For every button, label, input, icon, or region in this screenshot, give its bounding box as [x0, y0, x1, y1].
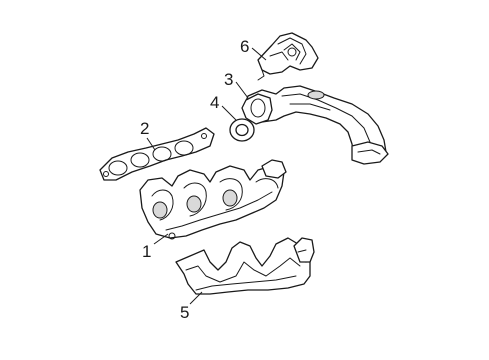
callout-5-label: 5: [180, 303, 189, 322]
callout-1: 1: [142, 233, 169, 261]
callout-4-label: 4: [210, 93, 219, 112]
callout-6: 6: [240, 37, 267, 61]
part-2-manifold-gasket: [99, 127, 215, 181]
callout-6-label: 6: [240, 37, 249, 56]
part-1-exhaust-manifold: [139, 159, 287, 240]
callout-2: 2: [140, 119, 156, 151]
callout-3: 3: [224, 70, 249, 99]
callout-2-label: 2: [140, 119, 149, 138]
part-5-heat-shield: [175, 237, 315, 295]
callout-5: 5: [180, 291, 203, 322]
part-3-crossover-pipe: [241, 85, 389, 165]
callout-4: 4: [210, 93, 237, 121]
part-4-gasket-ring: [229, 118, 255, 142]
callout-3-label: 3: [224, 70, 233, 89]
part-6-heat-shield-bracket: [257, 32, 319, 81]
callout-1-label: 1: [142, 242, 151, 261]
